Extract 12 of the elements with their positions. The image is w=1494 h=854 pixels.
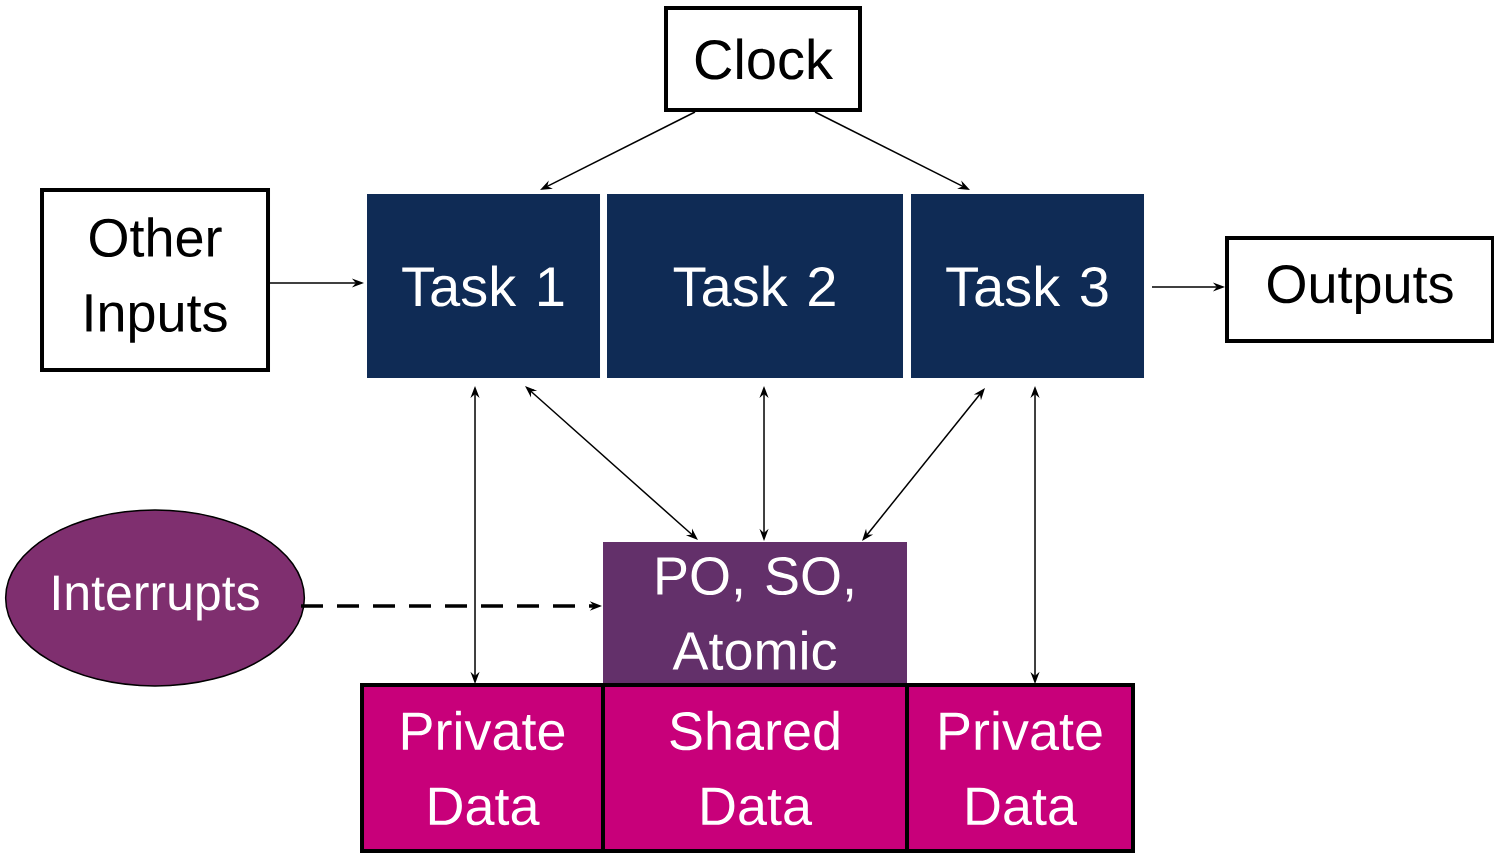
arrow — [525, 386, 698, 540]
process-box: Outputs — [1225, 236, 1494, 343]
data-box: Private Data — [360, 683, 605, 853]
task-box: Task 3 — [911, 194, 1144, 378]
sync-box: PO, SO, Atomic — [603, 542, 907, 685]
data-box: Private Data — [905, 683, 1135, 853]
arrow — [862, 388, 985, 541]
task-box: Task 2 — [607, 194, 903, 378]
task-box: Task 1 — [367, 194, 600, 378]
data-box: Shared Data — [601, 683, 909, 853]
process-box: Other Inputs — [40, 188, 270, 372]
process-box: Clock — [664, 6, 862, 112]
